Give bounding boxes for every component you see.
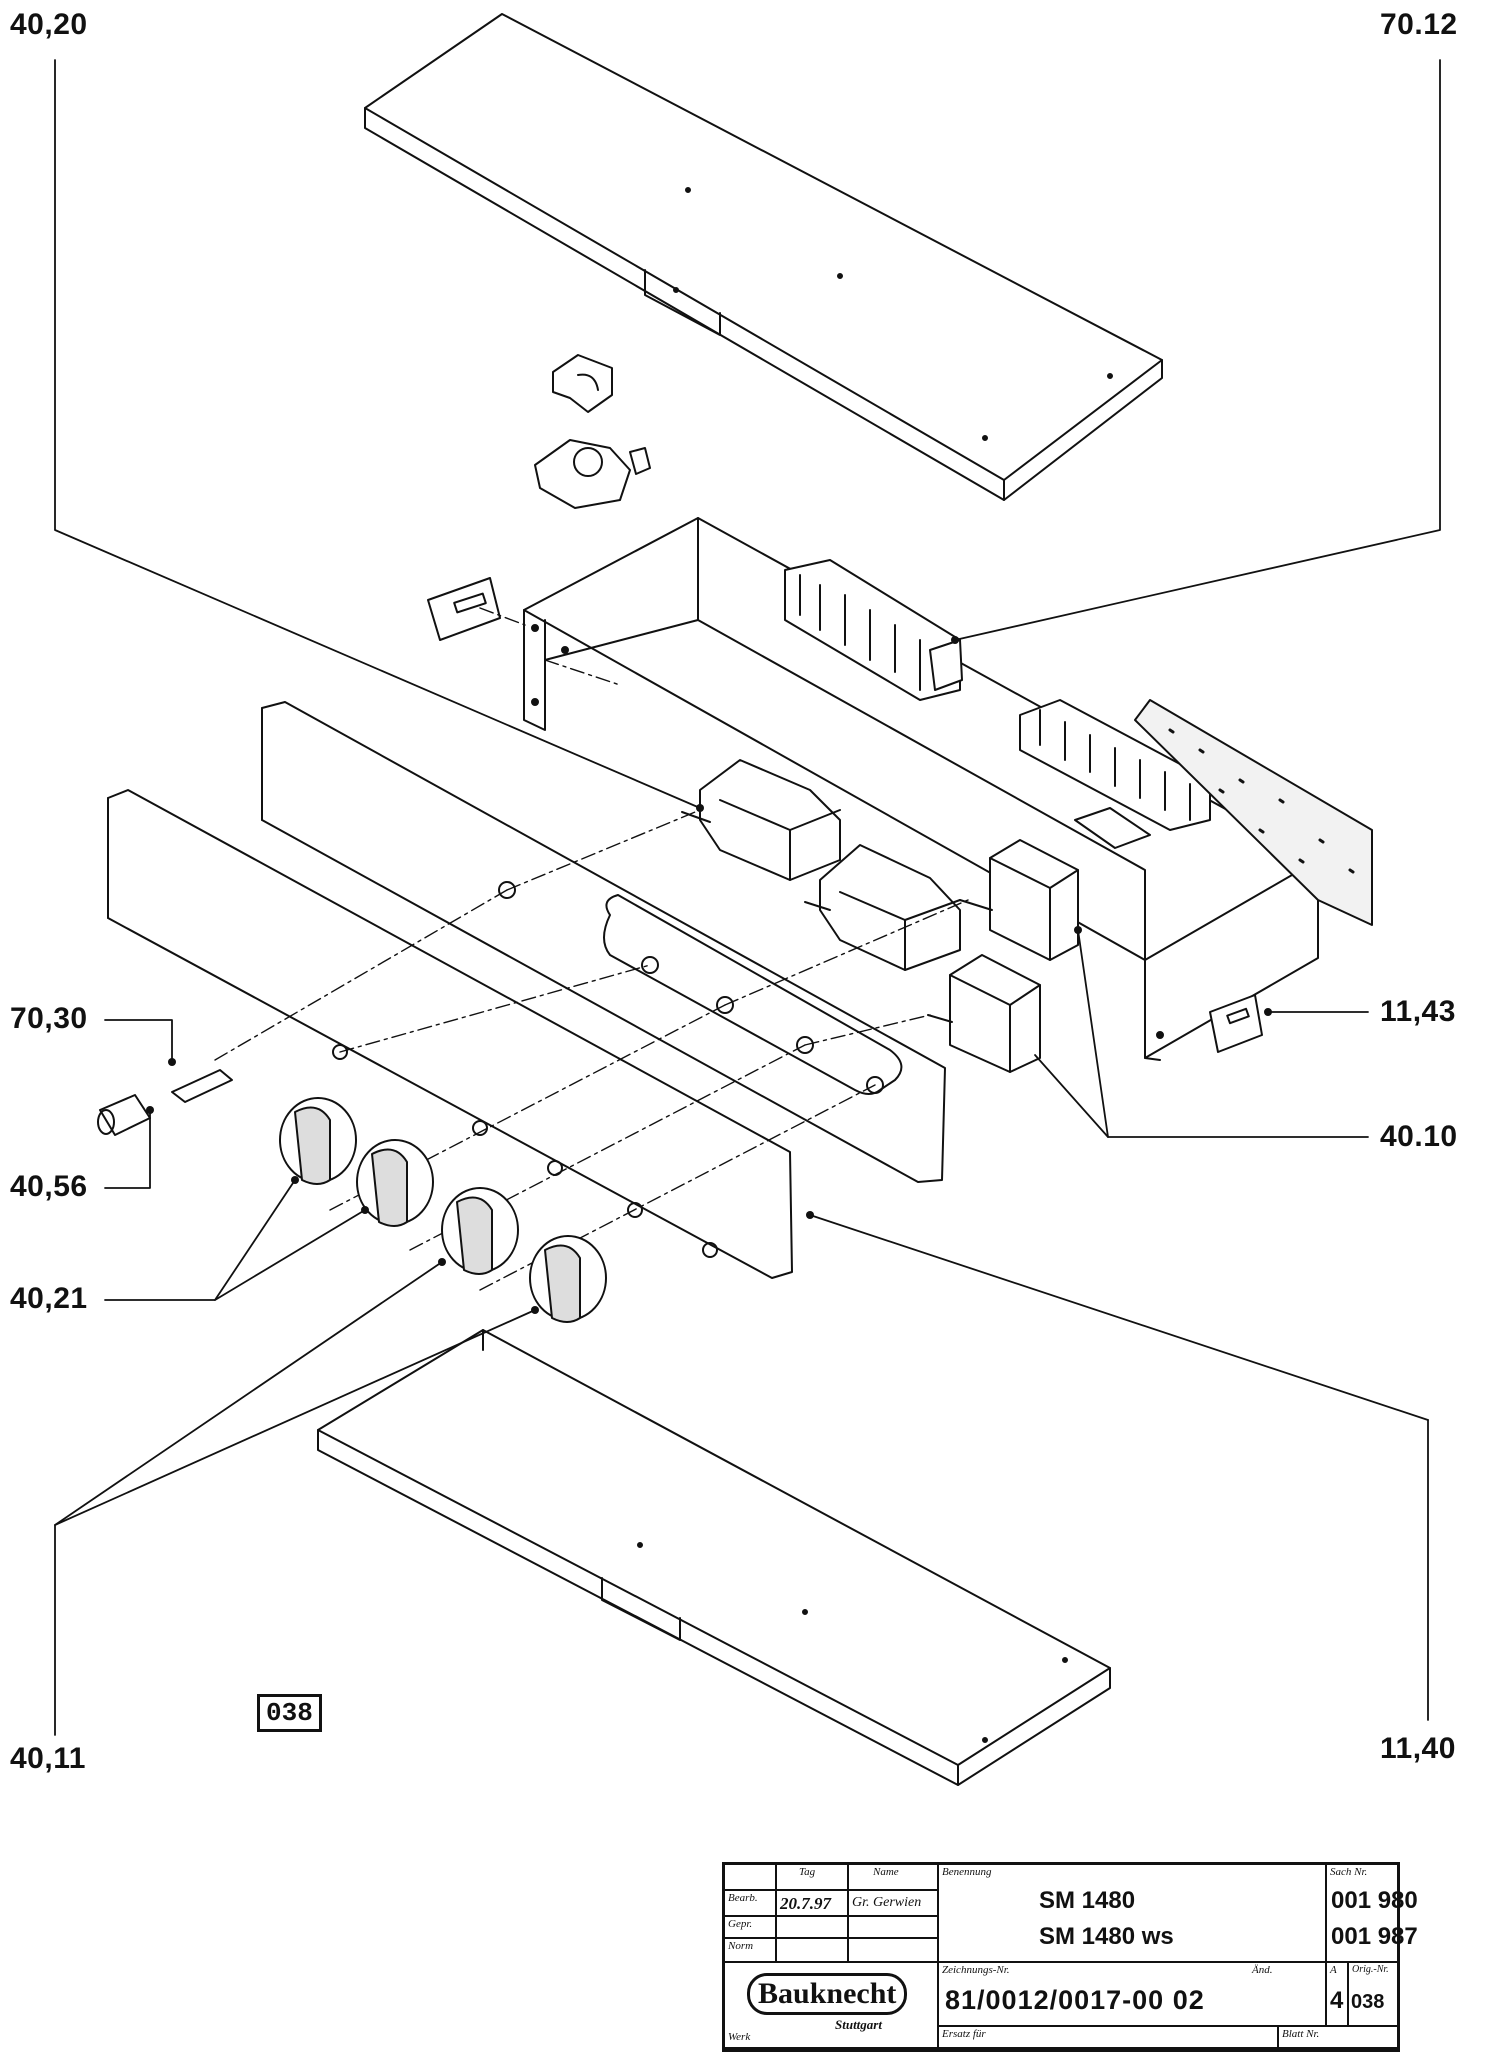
brand-logo: Bauknecht <box>747 1973 908 2015</box>
tb-benennung-label: Benennung <box>942 1866 992 1878</box>
tb-corner <box>725 1865 777 1891</box>
tb-zeichnung-label: Zeichnungs-Nr. <box>942 1964 1010 1976</box>
tb-bearb-date-value: 20.7.97 <box>780 1894 831 1913</box>
tb-row-norm: Norm <box>725 1939 777 1963</box>
tb-blatt: Blatt Nr. <box>1279 2027 1397 2049</box>
tb-col-name: Name <box>849 1865 939 1891</box>
title-block: Tag Name Bearb. 20.7.97 Gr. Gerwien Gepr… <box>722 1862 1418 2052</box>
top-cover-panel <box>364 13 1163 501</box>
tb-brand-city: Stuttgart <box>835 2017 882 2032</box>
tb-norm-name <box>849 1939 939 1963</box>
tb-blatt-label: Blatt Nr. <box>1282 2028 1320 2040</box>
filter-terminal-strip <box>1019 699 1373 926</box>
control-knob-2 <box>356 1139 434 1227</box>
label-40-10: 40.10 <box>1380 1120 1458 1153</box>
tb-ersatz-label: Ersatz für <box>942 2028 986 2040</box>
tb-benennung: Benennung SM 1480 SM 1480 ws <box>939 1865 1327 1963</box>
label-40-21: 40,21 <box>10 1282 88 1315</box>
tb-zeichnung: Zeichnungs-Nr. 81/0012/0017-00 02 <box>939 1963 1327 2027</box>
label-11-43: 11,43 <box>1380 995 1456 1028</box>
tb-a-value: 4 <box>1330 1987 1344 2014</box>
control-knob-4 <box>529 1235 607 1323</box>
tb-sach-1: 001 980 <box>1331 1887 1418 1914</box>
indicator-lamp-parts <box>97 1069 233 1136</box>
mounting-bracket-right <box>1209 994 1263 1053</box>
control-knob-3 <box>441 1187 519 1275</box>
tb-orig-value: 038 <box>1351 1991 1385 2013</box>
tb-gepr-date <box>777 1917 849 1939</box>
leader-dots <box>146 636 1272 1314</box>
label-40-20: 40,20 <box>10 8 88 41</box>
tb-aend: Änd. <box>1249 1963 1327 2027</box>
label-11-40: 11,40 <box>1380 1732 1456 1765</box>
front-fascia-panel <box>107 789 793 1279</box>
tb-row-gepr-label: Gepr. <box>728 1918 753 1930</box>
leader-lines <box>54 59 1441 1736</box>
tb-model-1: SM 1480 <box>1039 1887 1136 1914</box>
tb-bearb-signature: Gr. Gerwien <box>852 1895 922 1910</box>
tb-a: A 4 <box>1327 1963 1349 2027</box>
control-knob-1 <box>279 1097 357 1185</box>
label-70-12: 70.12 <box>1380 8 1458 41</box>
rotary-switch-upper <box>681 759 841 881</box>
tb-sach-label: Sach Nr. <box>1330 1866 1368 1878</box>
tb-model-2: SM 1480 ws <box>1039 1923 1174 1950</box>
terminal-block <box>784 559 963 701</box>
tb-zeichnung-nr: 81/0012/0017-00 02 <box>945 1985 1205 2015</box>
label-40-11: 40,11 <box>10 1742 86 1775</box>
tb-col-tag: Tag <box>777 1865 849 1891</box>
tb-row-bearb: Bearb. <box>725 1891 777 1917</box>
label-70-30: 70,30 <box>10 1002 88 1035</box>
cable-clamp-part <box>534 354 651 509</box>
rotary-switch-lower <box>804 844 961 971</box>
tb-row-norm-label: Norm <box>728 1940 754 1952</box>
tb-werk-label: Werk <box>728 2031 751 2043</box>
control-housing <box>523 517 1319 1061</box>
label-40-56: 40,56 <box>10 1170 88 1203</box>
tb-row-gepr: Gepr. <box>725 1917 777 1939</box>
tb-col-tag-label: Tag <box>799 1866 816 1878</box>
tb-sach-nr: Sach Nr. 001 980 001 987 <box>1327 1865 1418 1963</box>
energy-regulator-lower <box>927 954 1041 1073</box>
mounting-bracket-left <box>427 577 501 641</box>
energy-regulator-upper <box>959 839 1079 961</box>
tb-ersatz: Ersatz für <box>939 2027 1279 2049</box>
tb-bearb-date: 20.7.97 <box>777 1891 849 1917</box>
tb-sach-2: 001 987 <box>1331 1923 1418 1950</box>
tb-col-name-label: Name <box>873 1866 899 1878</box>
tb-orig: Orig.-Nr. 038 <box>1349 1963 1397 2027</box>
tb-bearb-sign: Gr. Gerwien <box>849 1891 939 1917</box>
tb-gepr-name <box>849 1917 939 1939</box>
bottom-cover-panel <box>317 1329 1111 1786</box>
tb-brand: Bauknecht Stuttgart Werk <box>725 1963 939 2049</box>
page-number-box: 038 <box>257 1694 322 1732</box>
tb-aend-label: Änd. <box>1252 1964 1273 1976</box>
tb-row-bearb-label: Bearb. <box>728 1892 758 1904</box>
inner-control-panel <box>261 701 946 1183</box>
tb-a-label: A <box>1330 1964 1337 1976</box>
tb-norm-date <box>777 1939 849 1963</box>
tb-orig-label: Orig.-Nr. <box>1352 1964 1389 1975</box>
